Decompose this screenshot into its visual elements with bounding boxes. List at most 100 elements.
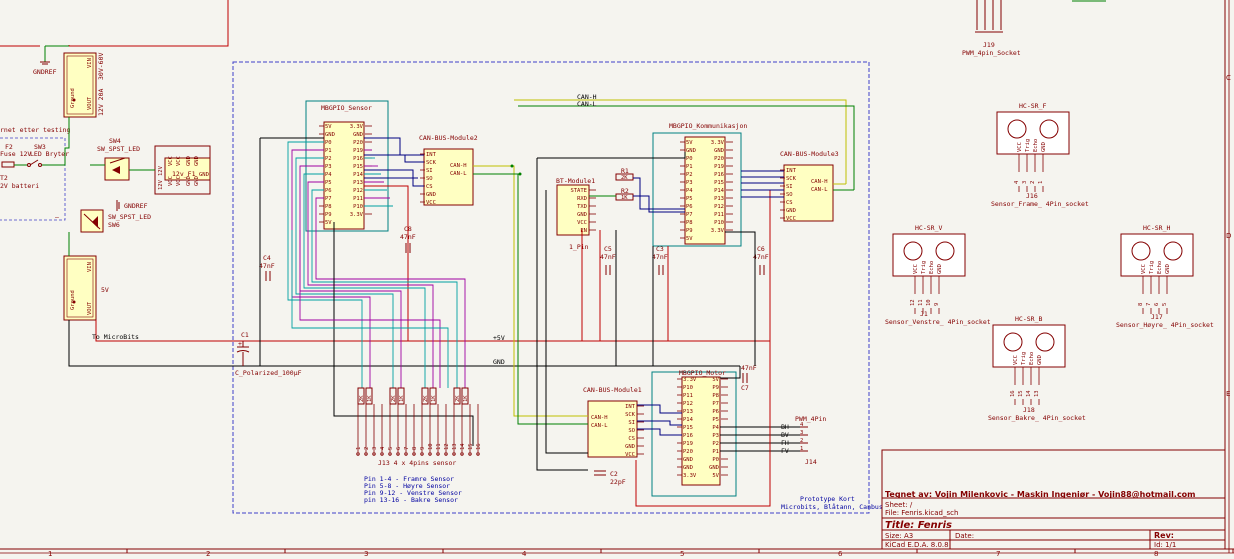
pin-label: GND: [683, 457, 693, 463]
pin-label: P1: [325, 148, 332, 154]
pin-label: GND: [709, 465, 719, 471]
hc-sr-sensor-f: HC-SR_FVCC4Trig3Echo2GND1J16Sensor_Frame…: [991, 102, 1089, 208]
pwm-net-label: BV: [781, 431, 789, 439]
svg-text:GND: GND: [937, 264, 943, 274]
svg-text:SW_SPST_LED: SW_SPST_LED: [97, 145, 140, 153]
j13-pin-number: 5: [388, 447, 394, 450]
svg-text:4: 4: [1014, 180, 1020, 184]
svg-text:J19: J19: [983, 41, 995, 49]
pin-label: VCC: [426, 200, 436, 206]
pin-label: P9: [325, 212, 332, 218]
pin-label: CS: [426, 184, 433, 190]
fuse-symbol: [1, 161, 15, 168]
svg-text:12V 20A: 12V 20A: [97, 89, 105, 116]
svg-text:CAN-H: CAN-H: [811, 179, 828, 185]
pin-label: P8: [325, 204, 332, 210]
pin-label: P5: [686, 196, 693, 202]
pin-label: 5V: [325, 220, 332, 226]
pin-label: EN: [580, 228, 587, 234]
pin-label: P4: [686, 188, 693, 194]
svg-text:GND: GND: [1037, 355, 1043, 365]
svg-text:16: 16: [1010, 390, 1016, 397]
svg-text:Echo: Echo: [929, 261, 935, 274]
svg-text:CAN-L: CAN-L: [450, 171, 467, 177]
hc-sr-sensor-b: HC-SR_BVCC16Trig15Echo14GND13J18Sensor_B…: [988, 315, 1086, 422]
prototype-sublabel: Microbits, Blåtann, Canbus: [781, 502, 883, 511]
svg-text:VIN: VIN: [87, 58, 93, 68]
pin-label: P11: [683, 393, 693, 399]
hc-sr-sensor-v: HC-SR_VVCC12Trig11Echo10GND9J1Sensor_Ven…: [885, 224, 991, 326]
pin-label: 3.3V: [350, 124, 364, 130]
svg-text:HC-SR_V: HC-SR_V: [915, 224, 942, 232]
svg-text:VCC: VCC: [176, 156, 182, 166]
pin-label: P7: [325, 196, 332, 202]
pin-label: P13: [353, 180, 363, 186]
svg-text:VCC: VCC: [1141, 264, 1147, 274]
pin-label: 5V: [686, 140, 693, 146]
svg-text:GND: GND: [1165, 264, 1171, 274]
pin-label: GND: [683, 465, 693, 471]
svg-text:1K: 1K: [621, 195, 628, 201]
pin-label: P7: [686, 212, 693, 218]
svg-text:VCC: VCC: [1013, 355, 1019, 365]
pin-label: 5V: [686, 236, 693, 242]
pin-label: GND: [714, 148, 724, 154]
svg-text:2: 2: [1030, 181, 1036, 184]
border-col-label: 7: [996, 550, 1000, 558]
border-col-label: 2: [206, 550, 210, 558]
svg-text:C6: C6: [757, 245, 765, 253]
svg-text:22pF: 22pF: [610, 478, 626, 486]
pin-label: GND: [625, 444, 635, 450]
svg-text:VOUT: VOUT: [87, 301, 93, 315]
svg-text:47nF: 47nF: [753, 253, 769, 261]
svg-text:PWM_4Pin: PWM_4Pin: [795, 415, 826, 423]
j13-pin-number: 4: [380, 446, 386, 450]
pin-label: SCK: [625, 412, 636, 418]
pwm-pin-number: 1: [800, 446, 803, 452]
svg-text:10: 10: [926, 299, 932, 306]
pin-label: P20: [353, 140, 363, 146]
pin-label: P16: [714, 172, 724, 178]
svg-text:Echo: Echo: [1033, 139, 1039, 152]
j13-pin-number: 12: [444, 443, 450, 450]
svg-text:47nF: 47nF: [259, 262, 275, 270]
border-col-label: 4: [522, 550, 527, 558]
j13-pin-number: 13: [452, 443, 458, 450]
svg-text:12V: 12V: [158, 165, 164, 176]
wire-top-red: [68, 0, 229, 47]
j13-pin-number: 9: [420, 447, 426, 450]
svg-text:2K: 2K: [423, 395, 429, 402]
pin-label: VCC: [625, 452, 635, 458]
pwm-pin-number: 3: [800, 430, 803, 436]
j13-pin-number: 11: [436, 443, 442, 450]
svg-text:VCC: VCC: [1017, 142, 1023, 152]
motor-frame: [651, 371, 737, 497]
pin-label: P6: [712, 409, 719, 415]
pin-label: GND: [686, 148, 696, 154]
to-microbits-label: To MicroBits: [92, 333, 139, 341]
prototype-board-frame: [232, 61, 870, 514]
svg-text:1K: 1K: [431, 395, 437, 402]
svg-text:MBGPIO_Sensor: MBGPIO_Sensor: [321, 104, 372, 112]
svg-text:J17: J17: [1151, 313, 1163, 321]
title-block: Tegnet av: Vojin Milenkovic - Maskin Ing…: [881, 449, 1226, 550]
svg-text:6: 6: [1154, 303, 1160, 306]
tb-file: File: Fenris.kicad_sch: [885, 509, 958, 517]
pin-label: 3.3V: [683, 473, 697, 479]
svg-text:VOUT: VOUT: [87, 96, 93, 110]
mbgpio-motor: MBGPIO_Motor 3.3VP10P11P12P13P14P15P16P1…: [677, 369, 728, 486]
pin-label: 5V: [712, 377, 719, 383]
gndref-mid-label: GNDREF: [124, 202, 148, 210]
svg-text:SW6: SW6: [108, 221, 120, 229]
svg-text:Ground: Ground: [70, 290, 76, 310]
fuse-ref: F2: [5, 143, 13, 151]
pin-label: P5: [712, 417, 719, 423]
j19-connector: J19 PWM_4pin_Socket: [962, 0, 1021, 57]
svg-text:7: 7: [1146, 303, 1152, 306]
svg-text:C2: C2: [610, 470, 618, 478]
